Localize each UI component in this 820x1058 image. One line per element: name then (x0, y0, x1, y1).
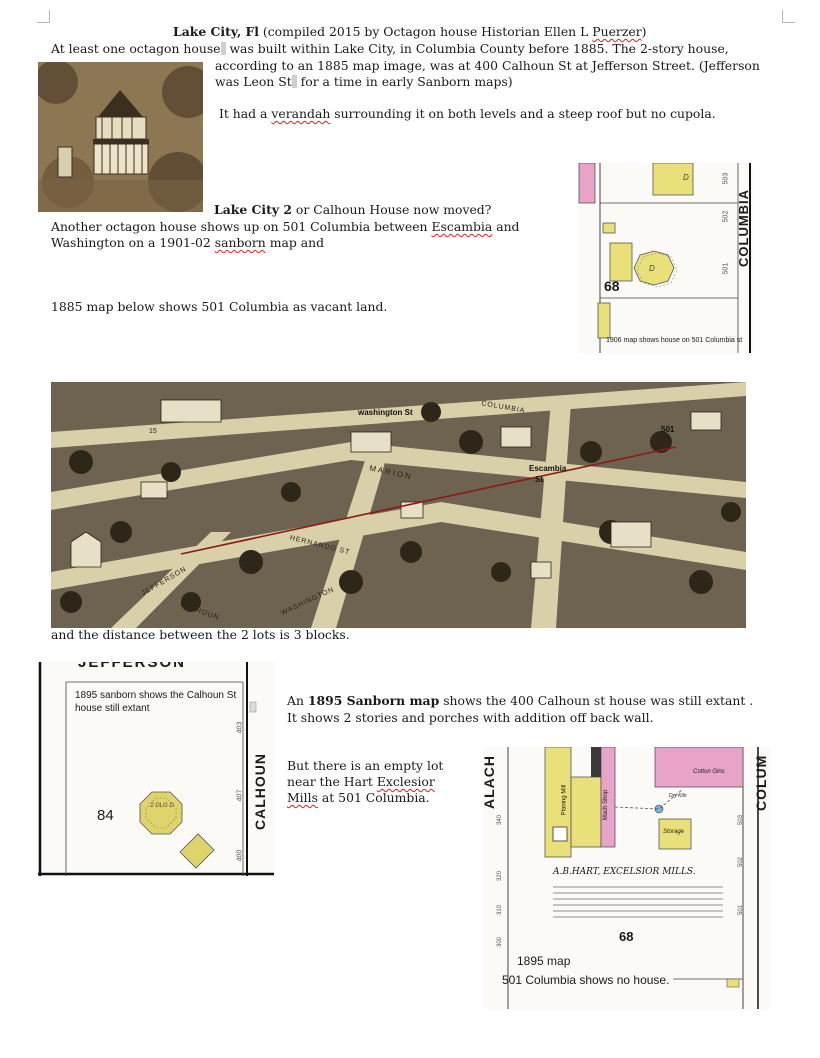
lc2-line-1b: and (492, 219, 520, 234)
calhoun-map-num-403: 403 (236, 721, 244, 734)
octagon-house-photo (38, 62, 203, 212)
map-1906-num-502: 502 (722, 210, 730, 223)
page-title: Lake City, Fl (compiled 2015 by Octagon … (173, 24, 646, 41)
sanborn-1895-line-2: It shows 2 stories and porches with addi… (287, 710, 654, 725)
word-verandah: verandah (271, 106, 331, 121)
intro-line-4b: surrounding it on both levels and a stee… (330, 106, 716, 121)
s95-line-1-bold: 1895 Sanborn map (307, 693, 440, 708)
lake-city-2-line-2: Washington on a 1901-02 sanborn map and (51, 235, 324, 252)
lake-city-2-bold: Lake City 2 (214, 202, 292, 217)
bird-label-501: 501 (661, 425, 675, 434)
sanborn-1895-calhoun-drawing (38, 662, 274, 876)
map-1906-street: COLUMBIA (736, 188, 751, 267)
intro-line-2: according to an 1885 map image, was at 4… (215, 58, 760, 73)
mills-map-label-planing: Planing Mill (561, 784, 568, 816)
crop-mark-top-right (782, 10, 795, 23)
octagon-house-illustration (38, 62, 203, 212)
intro-line-3b: for a time in early Sanborn maps) (296, 74, 513, 89)
mills-map-num-300: 300 (497, 936, 504, 948)
birdseye-map-1885: washington St Escambia St 501 MARION JEF… (51, 382, 746, 628)
sanborn-1906-drawing (578, 163, 753, 353)
sanborn-1895-mills-drawing (483, 747, 770, 1009)
lc2-line-1a: Another octagon house shows up on 501 Co… (51, 219, 432, 234)
s95-line-1a: An (287, 693, 308, 708)
map-1906-lot-number: 68 (604, 278, 620, 294)
mills-map-street-right: COLUM (753, 754, 769, 811)
map-1906-house-letter: D (649, 264, 655, 273)
mills-map-num-310: 310 (497, 904, 504, 916)
word-mills: Mills (287, 790, 318, 805)
title-author-surname: Puerzer (592, 24, 642, 39)
mills-map-num-320: 320 (497, 870, 504, 882)
mills-map-title: A.B.HART, EXCELSIOR MILLS. (553, 867, 696, 877)
bird-label-washington: washington St (358, 408, 413, 417)
mills-map-lot: 68 (619, 929, 634, 944)
map-1906-building-letter: D (683, 173, 689, 182)
s95-line-1b: shows the 400 Calhoun st house was still… (439, 693, 754, 708)
mills-map-label-storage: Storage (663, 829, 685, 835)
word-exclesior: Exclesior (376, 774, 435, 789)
cursor-mark-2 (291, 75, 297, 88)
calhoun-map-caption-2: house still extant (75, 703, 150, 714)
sanborn-map-1895-calhoun: JEFFERSON 1895 sanborn shows the Calhoun… (38, 662, 274, 876)
mills-map-num-502: 502 (738, 856, 745, 868)
map-1906-num-501: 501 (722, 262, 730, 275)
word-sanborn: sanborn (214, 235, 266, 250)
mills-map-caption-2: 501 Columbia shows no house. (502, 973, 670, 987)
calhoun-map-top-street: JEFFERSON (78, 662, 187, 671)
intro-line-3a: was Leon St (215, 74, 292, 89)
connecting-line (180, 446, 677, 555)
intro-line-1a: At least one octagon house (51, 41, 221, 56)
calhoun-map-lot: 84 (97, 807, 114, 824)
mills-map-caption-1: 1895 map (517, 954, 571, 968)
lc2-line-2b: map and (265, 235, 325, 250)
lc2-line-2a: Washington on a 1901-02 (51, 235, 215, 250)
intro-line-1: At least one octagon house was built wit… (51, 41, 729, 58)
lake-city-2-line-3: 1885 map below shows 501 Columbia as vac… (51, 299, 388, 314)
title-close: ) (641, 24, 647, 39)
bird-label-escambia-st: St (535, 475, 543, 484)
lake-city-2-heading: Lake City 2 or Calhoun House now moved? (214, 202, 491, 219)
crop-mark-top-left (37, 10, 50, 23)
cursor-mark (220, 42, 226, 55)
mills-map-num-501: 501 (738, 904, 745, 916)
map-1906-caption: 1906 map shows house on 501 Columbia st (606, 337, 743, 344)
calhoun-map-caption-1: 1895 sanborn shows the Calhoun St (75, 690, 237, 701)
mills-map-label-cotton: Cotton Gins (693, 769, 725, 775)
distance-text: and the distance between the 2 lots is 3… (51, 627, 350, 642)
sanborn-1895-line-4: near the Hart Exclesior (287, 774, 435, 791)
title-place: Lake City, Fl (173, 24, 259, 39)
s95-line-5b: at 501 Columbia. (317, 790, 430, 805)
calhoun-map-bldg-label: 2 DLG D (150, 803, 174, 809)
mills-map-label-mach-shop: Mach Shop (603, 789, 610, 821)
lake-city-2-rest: or Calhoun House now moved? (291, 202, 492, 217)
mills-map-num-340: 340 (497, 814, 504, 826)
intro-line-4: It had a verandah surrounding it on both… (219, 106, 716, 123)
lake-city-2-line-1: Another octagon house shows up on 501 Co… (51, 219, 520, 236)
intro-line-4a: It had a (219, 106, 272, 121)
bird-label-escambia: Escambia (529, 464, 567, 473)
sanborn-map-1906: COLUMBIA 503 502 501 D D 68 1906 map sho… (578, 163, 753, 353)
calhoun-map-num-407: 407 (236, 789, 244, 802)
mills-map-label-dry-kiln: Dry Kiln (669, 793, 687, 799)
sanborn-1895-line-3: But there is an empty lot (287, 758, 444, 773)
mills-map-street-left: ALACH (483, 755, 497, 809)
calhoun-map-num-400: 400 (236, 849, 244, 862)
sanborn-map-1895-mills: ALACH COLUM A.B.HART, EXCELSIOR MILLS. 6… (483, 747, 770, 1009)
word-escambia: Escambia (431, 219, 493, 234)
s95-line-4a: near the Hart (287, 774, 377, 789)
map-1906-num-503: 503 (722, 172, 730, 185)
bird-label-15: 15 (149, 428, 157, 435)
title-subtitle: (compiled 2015 by Octagon house Historia… (258, 24, 593, 39)
mills-map-num-503: 503 (738, 814, 745, 826)
calhoun-map-street: CALHOUN (252, 753, 268, 830)
sanborn-1895-line-1: An 1895 Sanborn map shows the 400 Calhou… (287, 693, 753, 710)
birdseye-map-drawing (51, 382, 746, 628)
intro-line-1b: was built within Lake City, in Columbia … (225, 41, 729, 56)
sanborn-1895-line-5: Mills at 501 Columbia. (287, 790, 430, 807)
intro-line-3: was Leon St for a time in early Sanborn … (215, 74, 513, 91)
